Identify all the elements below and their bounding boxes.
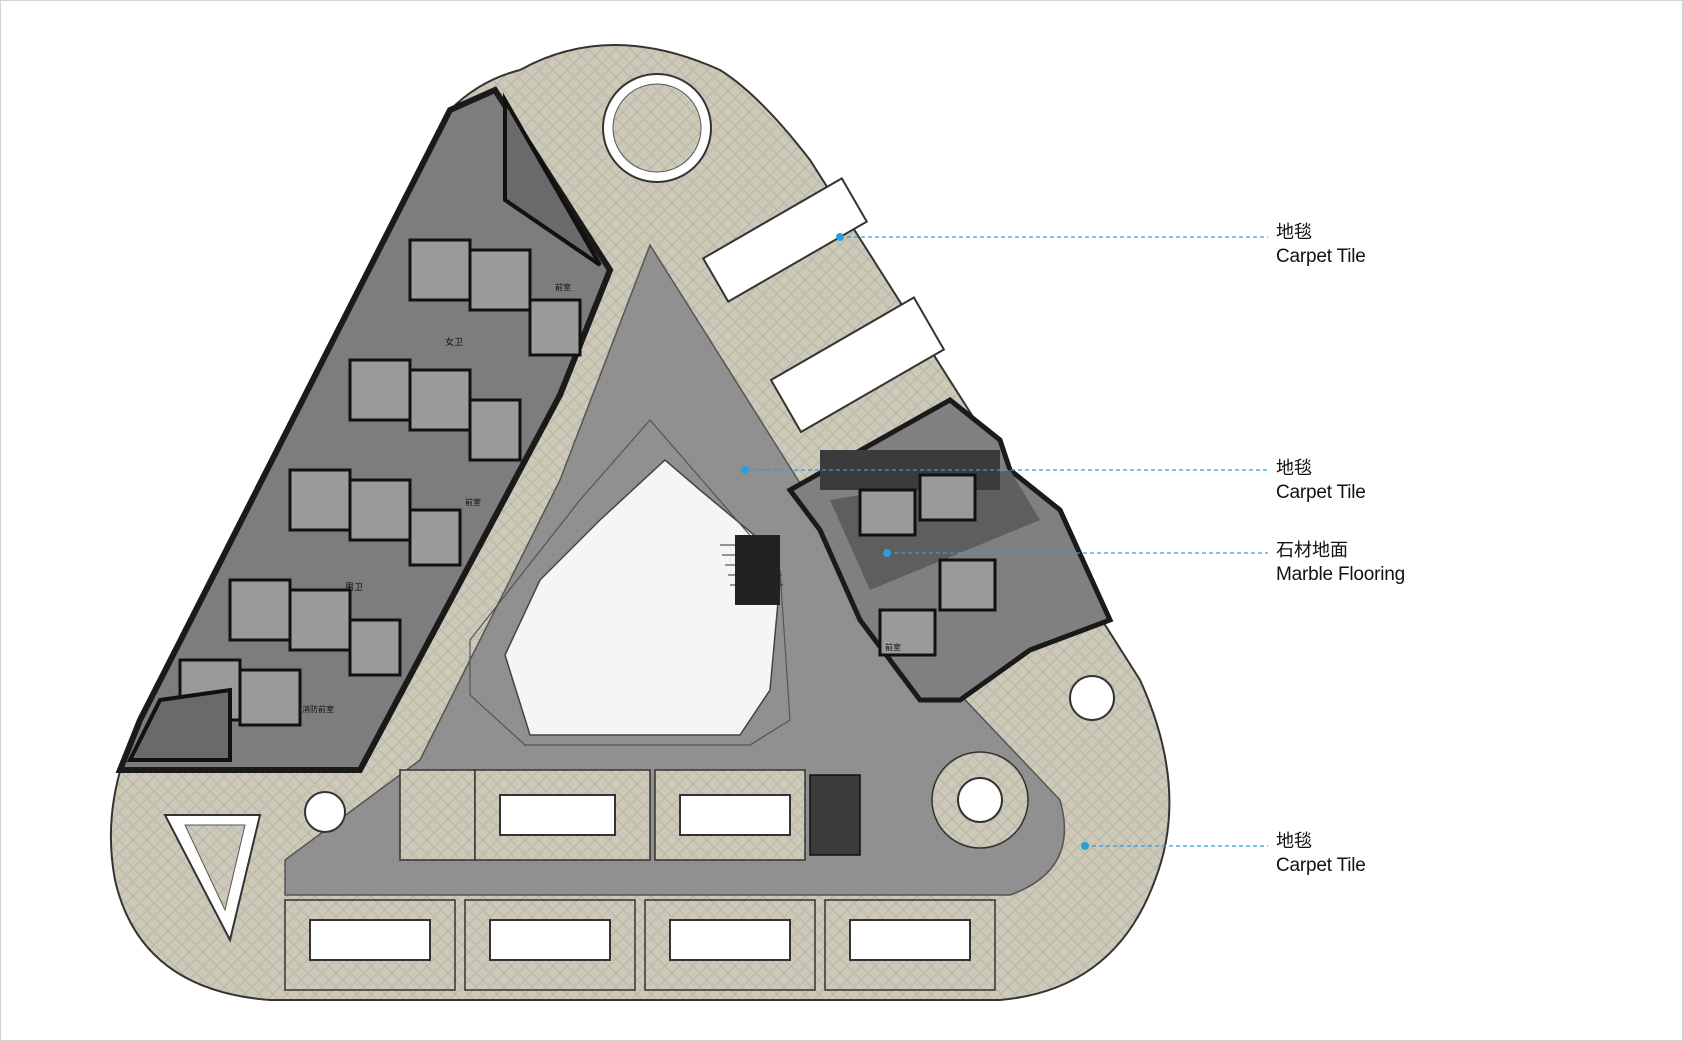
room-label-lobby-3: 前室 — [885, 642, 901, 652]
round-table-bottom-left — [304, 791, 346, 833]
meeting-table-right-2 — [769, 296, 946, 434]
legend-en: Carpet Tile — [1276, 245, 1366, 267]
room-label-lobby-2: 前室 — [465, 497, 481, 507]
legend-en: Carpet Tile — [1276, 481, 1366, 503]
room-label-fire-lobby: 消防前室 — [302, 704, 334, 714]
legend-zh: 石材地面 — [1276, 540, 1348, 561]
legend-zh: 地毯 — [1276, 458, 1312, 479]
room-label-lobby-1: 前室 — [555, 282, 571, 292]
meeting-room-row-2 — [284, 899, 996, 991]
legend-leaders — [745, 236, 1268, 847]
legend-en: Marble Flooring — [1276, 563, 1405, 585]
atrium-ring — [469, 419, 791, 746]
legend-item-marble: 石材地面 Marble Flooring — [1276, 540, 1405, 586]
atrium-stair-dark — [735, 535, 780, 605]
meeting-room-row-1 — [399, 769, 861, 861]
meeting-table-right-1 — [701, 176, 869, 304]
core-left-cells — [178, 238, 582, 727]
legend-item-carpet-1: 地毯 Carpet Tile — [1276, 222, 1366, 268]
room-label-female-wc: 女卫 — [445, 336, 463, 348]
legend-zh: 地毯 — [1276, 831, 1312, 852]
core-left-shaft-bottom — [126, 687, 232, 762]
room-label-male-wc: 男卫 — [345, 582, 363, 593]
legend-zh: 地毯 — [1276, 222, 1312, 243]
round-table-center-inner — [957, 777, 1003, 823]
round-table-right — [1069, 675, 1115, 721]
round-table-top-inner — [612, 83, 702, 173]
legend-en: Carpet Tile — [1276, 854, 1366, 876]
legend-leader-dots — [741, 233, 1089, 850]
core-right-cells — [858, 473, 997, 657]
triangle-table-inner — [184, 824, 246, 912]
core-left-shaft-top — [503, 92, 602, 267]
legend-item-carpet-2: 地毯 Carpet Tile — [1276, 458, 1366, 504]
legend-item-carpet-3: 地毯 Carpet Tile — [1276, 831, 1366, 877]
